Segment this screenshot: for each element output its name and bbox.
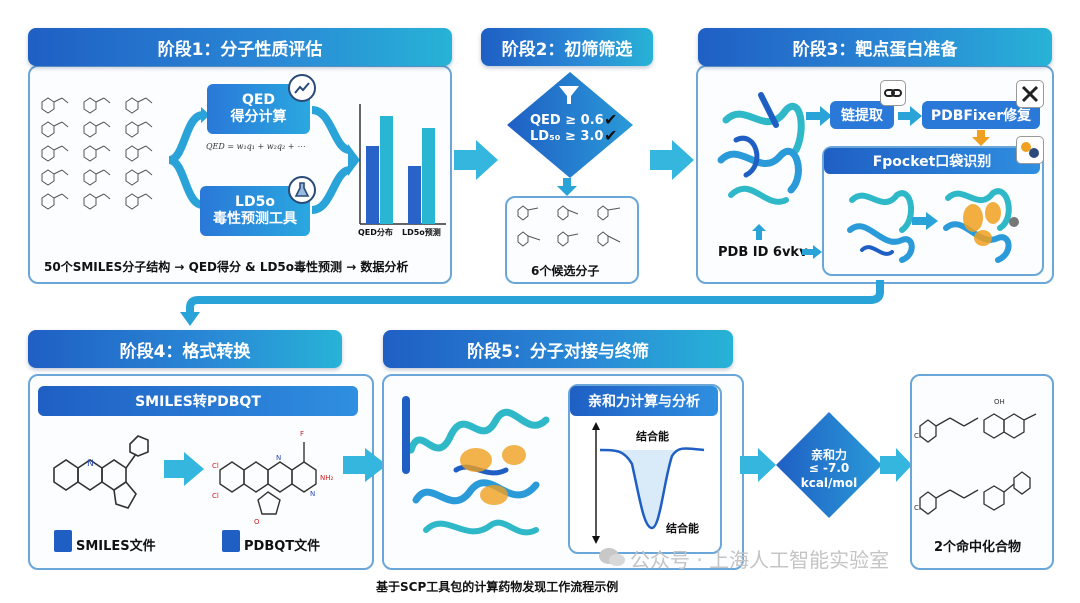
stage1-title: 阶段1：分子性质评估 [28, 28, 452, 66]
energy-label-top: 结合能 [636, 430, 669, 443]
arrow-1-2 [454, 140, 498, 180]
candidate-molecules [517, 205, 621, 247]
qed-formula: QED = w₁q₁ + w₂q₂ + ⋯ [206, 142, 305, 151]
svg-text:O: O [254, 518, 260, 526]
check-icon: ✔ [604, 126, 618, 145]
svg-text:F: F [300, 430, 304, 438]
chart-label-ld50: LD5o预测 [402, 228, 441, 237]
svg-text:N: N [87, 459, 94, 469]
chain-extract-box: 链提取 [830, 101, 894, 129]
chart-icon [288, 74, 316, 102]
hits-label: 2个命中化合物 [934, 540, 1022, 555]
affinity-title: 亲和力计算与分析 [570, 386, 718, 416]
stage4-sub: SMILES转PDBQT [38, 386, 358, 416]
chart-label-qed: QED分布 [358, 228, 393, 237]
arrow-to-hits [880, 448, 912, 482]
file-icon [222, 530, 240, 552]
stage1-bar-chart [359, 104, 446, 225]
stage1-merge-arrows [312, 106, 360, 214]
svg-text:Cl: Cl [914, 432, 921, 440]
stage2-title: 阶段2：初筛筛选 [481, 28, 653, 66]
stage2-footer: 6个候选分子 [531, 264, 600, 278]
protein-before-pocket [847, 190, 915, 263]
flask-icon [288, 176, 316, 204]
svg-text:NH₂: NH₂ [320, 474, 334, 482]
docking-complex [402, 396, 550, 536]
arrow-to-fixer [898, 106, 922, 126]
svg-text:Cl: Cl [212, 492, 219, 500]
bar-ld50-1 [408, 166, 421, 224]
stage1-footer: 50个SMILES分子结构 → QED得分 & LD5o毒性预测 → 数据分析 [44, 260, 409, 274]
criterion-diamond [776, 412, 882, 518]
molecule-icon [1016, 136, 1044, 164]
file-pdbqt: PDBQT文件 [244, 539, 321, 554]
link-icon [880, 80, 906, 106]
check-icon: ✔ [604, 110, 618, 129]
hit-molecule-2: Cl [914, 471, 1031, 515]
bar-ld50-2 [422, 128, 435, 224]
fpocket-box: Fpocket口袋识别 [824, 148, 1040, 174]
arrow-to-criterion [740, 448, 776, 482]
filter-diamond [507, 72, 633, 178]
hits-panel [910, 374, 1054, 570]
arrow-to-fpocket [972, 130, 990, 146]
bar-qed-2 [380, 116, 393, 224]
arrow-4 [164, 452, 204, 486]
smiles-molecule-grid [41, 97, 153, 210]
file-smiles: SMILES文件 [76, 539, 156, 554]
bar-qed-1 [366, 146, 379, 224]
wechat-icon [598, 546, 626, 568]
arrow-4-5 [343, 448, 387, 482]
svg-text:Cl: Cl [914, 504, 921, 512]
figure-caption: 基于SCP工具包的计算药物发现工作流程示例 [376, 580, 619, 594]
watermark: 公众号 · 上海人工智能实验室 [630, 548, 890, 572]
arrow-2-3 [650, 140, 694, 180]
stage1-split-arrows [167, 107, 210, 213]
energy-label-bottom: 结合能 [666, 522, 699, 535]
stage5-title: 阶段5：分子对接与终筛 [383, 330, 733, 368]
funnel-icon [556, 82, 582, 108]
qed-score-box: QED 得分计算 [207, 84, 310, 134]
criterion-qed: QED ≥ 0.6 [530, 113, 604, 128]
hit-molecule-1: Cl OH [914, 398, 1037, 443]
connector-3-4 [180, 280, 884, 326]
svg-text:Cl: Cl [212, 462, 219, 470]
svg-text:N: N [276, 454, 281, 462]
stage4-title: 阶段4：格式转换 [28, 330, 342, 368]
arrow-up-pdb [752, 224, 766, 240]
file-icon [54, 530, 72, 552]
protein-with-pocket [943, 188, 1019, 263]
criterion-line3: kcal/mol [800, 476, 858, 490]
arrow-down-candidates [557, 178, 577, 196]
stage3-title: 阶段3：靶点蛋白准备 [698, 28, 1052, 66]
arrow-to-chain [806, 106, 832, 126]
criterion-line1: 亲和力 [810, 448, 847, 462]
arrow-pocket [912, 212, 938, 230]
energy-curve [592, 422, 705, 544]
svg-text:OH: OH [994, 398, 1005, 406]
svg-text:N: N [310, 490, 315, 498]
protein-structure [717, 92, 805, 205]
criterion-ld50: LD₅₀ ≥ 3.0 [530, 129, 604, 144]
tools-icon [1016, 80, 1044, 108]
arrow-pdb-to-pocket [802, 245, 822, 259]
smiles-structure: N [53, 435, 149, 509]
criterion-line2: ≤ -7.0 [808, 461, 850, 475]
pdb-id-label: PDB ID 6vkv [718, 245, 808, 260]
